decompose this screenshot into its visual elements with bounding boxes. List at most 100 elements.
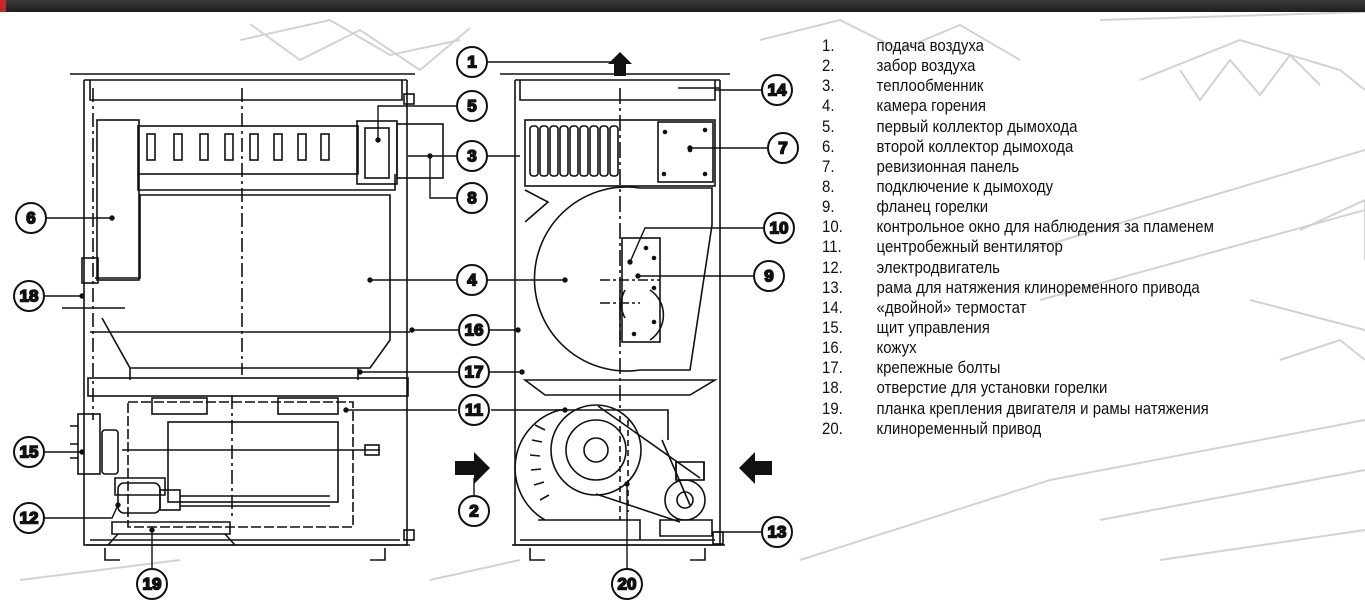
callout-11: 11 [458,394,490,426]
callout-19: 19 [136,568,168,600]
legend-item-18: 18.отверстие для установки горелки [822,378,1297,398]
legend-number: 15. [822,317,843,337]
air-inlet-arrow-left [455,452,490,484]
legend-text: щит управления [876,317,990,337]
legend-number: 6. [822,136,835,156]
callout-12: 12 [13,502,45,534]
right-view-motor [659,461,713,537]
legend-text: контрольное окно для наблюдения за пламе… [876,217,1214,237]
legend-number: 7. [822,156,835,176]
legend-number: 13. [822,277,843,297]
legend-item-14: 14. «двойной» термостат [822,298,1297,318]
legend-item-4: 4.камера горения [822,96,1297,116]
legend-item-10: 10. контрольное окно для наблюдения за пл… [822,217,1297,237]
legend-number: 16. [822,338,843,358]
header-accent-mark [0,0,6,12]
legend-number: 18. [822,378,843,398]
callout-15: 15 [13,436,45,468]
legend-item-2: 2. забор воздуха [822,56,1297,76]
legend-number: 10. [822,217,843,237]
legend-text: подача воздуха [876,36,984,55]
svg-text:20: 20 [618,575,637,594]
legend-item-19: 19.планка крепления двигателя и рамы нат… [822,399,1297,419]
svg-text:16: 16 [465,321,484,340]
legend-item-1: 1.подача воздуха [822,36,1297,56]
legend-item-6: 6. второй коллектор дымохода [822,137,1297,157]
svg-text:1: 1 [467,53,476,72]
svg-text:4: 4 [467,271,477,290]
svg-text:9: 9 [764,267,773,286]
svg-text:7: 7 [778,139,787,158]
legend-number: 11. [822,237,842,257]
callout-14: 14 [761,74,793,106]
legend-number: 2. [822,56,835,76]
callout-10: 10 [763,212,795,244]
air-outlet-arrow [608,52,632,76]
left-view-combustion-chamber [62,88,410,375]
callout-2: 2 [458,495,490,527]
svg-text:3: 3 [467,147,476,166]
svg-text:12: 12 [20,509,39,528]
legend-item-9: 9. фланец горелки [822,197,1297,217]
left-view-base-frame [87,368,409,397]
background-watermark-sketch [19,12,1365,581]
legend-text: крепежные болты [876,358,1001,378]
callout-13: 13 [761,516,793,548]
svg-text:8: 8 [467,189,476,208]
svg-text:17: 17 [465,363,484,382]
legend-number: 14. [822,297,843,317]
legend-item-15: 15. щит управления [822,318,1297,338]
legend-number: 20. [822,418,843,438]
legend-number: 4. [822,96,835,116]
legend-text: фланец горелки [876,197,989,217]
legend-number: 17. [822,358,843,378]
legend-text: второй коллектор дымохода [876,136,1074,156]
left-view-fan [122,395,380,528]
legend-number: 19. [822,398,843,418]
svg-text:2: 2 [469,502,478,521]
callout-17: 17 [458,356,490,388]
legend-text: электродвигатель [876,257,1000,277]
legend-text: ревизионная панель [876,156,1020,176]
legend-text: первый коллектор дымохода [876,116,1078,136]
callout-20: 20 [611,568,643,600]
callout-16: 16 [458,314,490,346]
left-view-casing [70,73,415,561]
air-inlet-arrow-right [739,452,772,484]
right-view-heat-exchanger [524,119,716,187]
legend-item-3: 3.теплообменник [822,76,1297,96]
callout-7: 7 [767,132,799,164]
legend-text: клиноременный привод [876,418,1042,438]
right-view-fan [514,379,718,540]
parts-legend: 1.подача воздуха 2. забор воздуха 3.тепло… [822,36,1362,439]
legend-item-20: 20. клиноременный привод [822,419,1297,439]
legend-item-7: 7. ревизионная панель [822,157,1297,177]
top-header-bar [0,0,1365,12]
callout-8: 8 [456,182,488,214]
svg-text:5: 5 [467,97,476,116]
right-view-casing [500,73,730,561]
legend-item-5: 5. первый коллектор дымохода [822,117,1297,137]
legend-text: рама для натяжения клиноременного привод… [876,277,1200,297]
svg-text:18: 18 [20,287,39,306]
svg-text:15: 15 [20,443,39,462]
callout-3: 3 [456,140,488,172]
svg-text:13: 13 [768,523,787,542]
legend-text: забор воздуха [876,56,976,76]
callout-1: 1 [456,46,488,78]
left-view-heat-exchanger [137,120,444,191]
svg-text:14: 14 [768,81,787,100]
legend-number: 8. [822,176,835,196]
callout-4: 4 [456,264,488,296]
legend-number: 5. [822,116,835,136]
svg-text:10: 10 [770,219,789,238]
legend-text: «двойной» термостат [876,297,1027,317]
legend-number: 3. [822,76,835,96]
callout-18: 18 [13,280,45,312]
legend-item-13: 13. рама для натяжения клиноременного при… [822,278,1297,298]
callout-9: 9 [753,260,785,292]
legend-item-11: 11.центробежный вентилятор [822,237,1297,257]
legend-number: 9. [822,197,835,217]
legend-item-16: 16.кожух [822,338,1297,358]
